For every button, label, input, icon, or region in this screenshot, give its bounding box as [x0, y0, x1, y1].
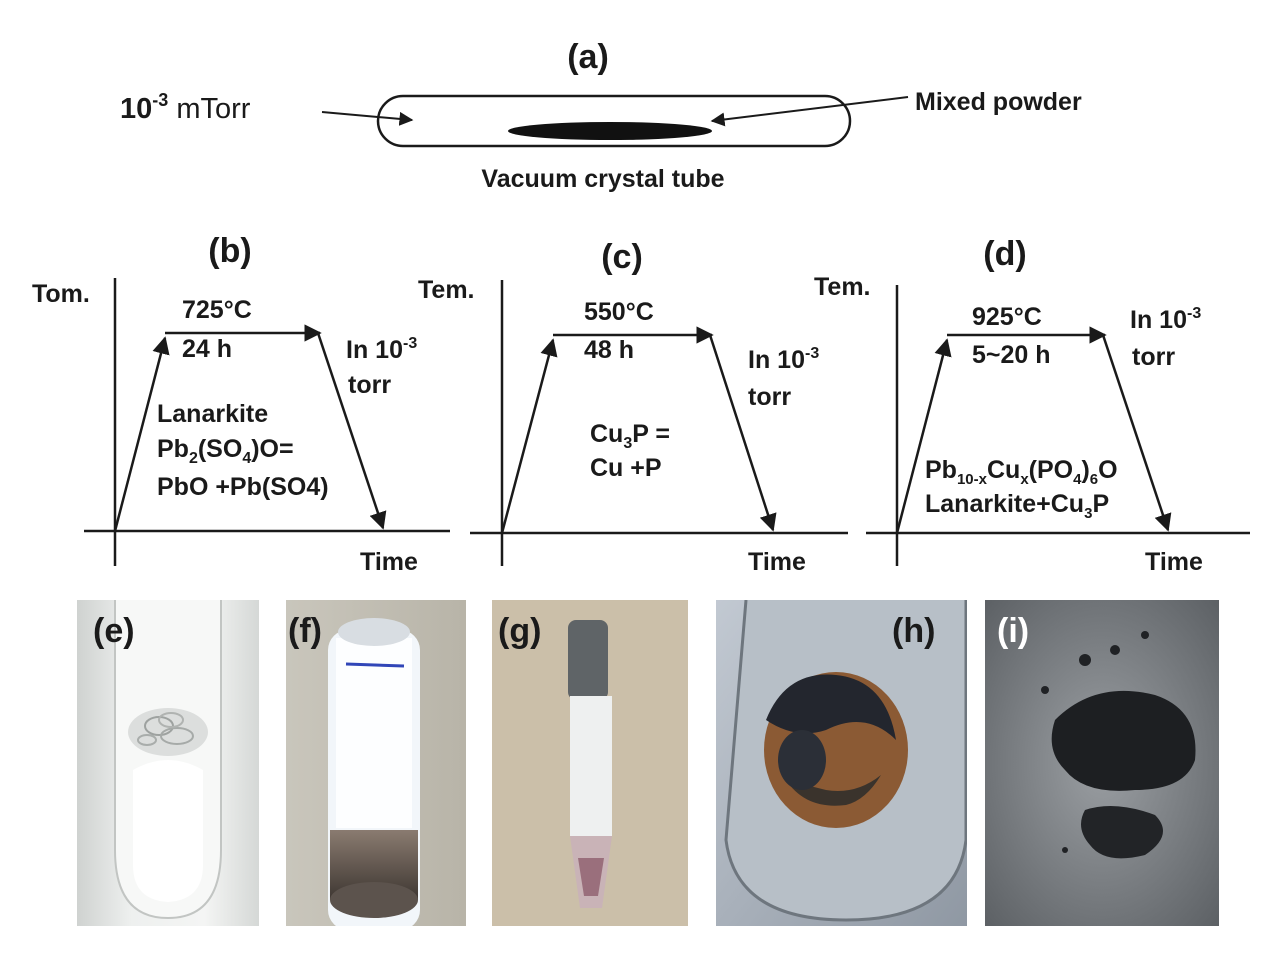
photo-i-label: (i): [997, 612, 1030, 650]
panel-d-heating-ramp: [895, 338, 952, 534]
synthesis-diagram: (a) 10-3 mTorr Mixed powder Vacuum cryst…: [32, 38, 1250, 576]
photo-e-label: (e): [93, 612, 135, 650]
panel-d-label: (d): [983, 235, 1026, 273]
panel-b-temperature: 725°C: [182, 296, 252, 324]
panel-b-reaction-line3: PbO +Pb(SO4): [157, 473, 329, 501]
mixed-powder-label: Mixed powder: [915, 88, 1082, 116]
photo-h: (h): [716, 600, 967, 926]
photo-g: (g): [492, 600, 688, 926]
panel-c-heating-ramp: [500, 338, 558, 534]
panel-b-vacuum-line1: In 10-3: [346, 335, 417, 364]
panel-c-x-axis-label: Time: [748, 548, 806, 576]
panel-c-vacuum-line2: torr: [748, 383, 791, 411]
panel-d-formula: Pb10-xCux(PO4)6O: [925, 456, 1118, 488]
panel-a-label: (a): [567, 38, 609, 76]
panel-d-temperature: 925°C: [972, 303, 1042, 331]
panel-d: (d) Tem. Time 925°C 5~20 h In 10-3 torr …: [814, 235, 1250, 576]
panel-d-vacuum-line2: torr: [1132, 343, 1175, 371]
panel-b-heating-ramp: [113, 336, 170, 532]
panel-d-y-axis-label: Tem.: [814, 273, 871, 301]
panel-c-duration: 48 h: [584, 336, 634, 364]
photo-e: (e): [77, 600, 259, 926]
panel-c-vacuum-line1: In 10-3: [748, 345, 819, 374]
panel-b: (b) Tom. Time 725°C 24 h In 10-3 torr La…: [32, 232, 450, 576]
panel-a: (a) 10-3 mTorr Mixed powder Vacuum cryst…: [120, 38, 1082, 193]
pressure-label: 10-3 mTorr: [120, 90, 251, 125]
photo-h-label: (h): [892, 612, 936, 650]
photo-f-label: (f): [288, 612, 322, 650]
panel-d-vacuum-line1: In 10-3: [1130, 305, 1201, 334]
panel-b-x-axis-label: Time: [360, 548, 418, 576]
panel-c-reaction-line2: Cu +P: [590, 454, 662, 482]
powder-arrow: [710, 96, 909, 127]
panel-b-reaction-line1: Lanarkite: [157, 400, 268, 428]
panel-c-temperature: 550°C: [584, 298, 654, 326]
photo-i: (i): [985, 600, 1219, 926]
mixed-powder-shape: [508, 122, 712, 140]
photo-f: (f): [286, 600, 466, 926]
panel-d-duration: 5~20 h: [972, 341, 1051, 369]
photo-g-label: (g): [498, 612, 542, 650]
panel-b-y-axis-label: Tom.: [32, 280, 90, 308]
panel-c-cooling: [708, 334, 777, 532]
panel-d-mixture: Lanarkite+Cu3P: [925, 490, 1109, 522]
vacuum-tube-shape: [376, 94, 852, 148]
vacuum-tube-label: Vacuum crystal tube: [481, 165, 724, 193]
panel-d-x-axis-label: Time: [1145, 548, 1203, 576]
panel-b-duration: 24 h: [182, 335, 232, 363]
panel-d-cooling: [1101, 334, 1172, 532]
panel-b-vacuum-line2: torr: [348, 371, 391, 399]
panel-b-label: (b): [208, 232, 251, 270]
panel-c-y-axis-label: Tem.: [418, 276, 475, 304]
panel-c-reaction-line1: Cu3P =: [590, 420, 670, 452]
pressure-arrow: [321, 111, 414, 126]
panel-b-cooling: [316, 332, 387, 530]
panel-c-label: (c): [601, 238, 643, 276]
panel-b-reaction-line2: Pb2(SO4)O=: [157, 435, 294, 467]
panel-c: (c) Tem. Time 550°C 48 h In 10-3 torr Cu…: [418, 238, 848, 576]
